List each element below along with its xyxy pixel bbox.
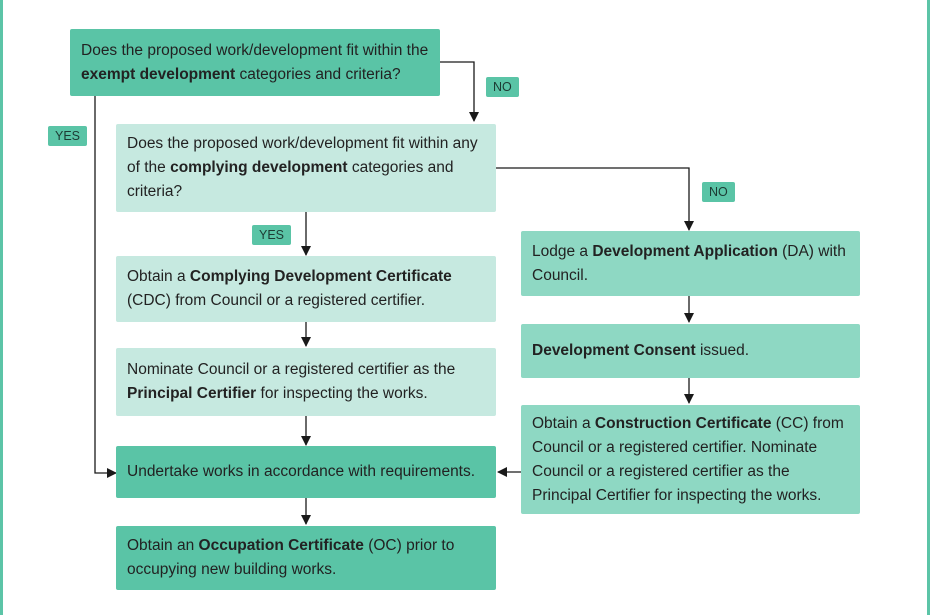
complying-text-bold: complying development [170,159,348,176]
arrow-exempt-yes [94,96,117,478]
da-text-pre: Lodge a [532,242,593,260]
arrow-exempt-no [440,61,479,122]
complying-text-post: categories and criteria? [127,159,454,200]
cc-text-post: (CC) from Council or a registered certif… [532,414,844,504]
development-application-box: Lodge a Development Application (DA) wit… [521,231,860,296]
exempt-development-box: Does the proposed work/development fit w… [70,29,440,96]
undertake-text-post: Undertake works in accordance with requi… [127,463,476,480]
arrow-complying-no [496,167,694,231]
no-tag-complying: NO [702,182,735,202]
complying-development-box: Does the proposed work/development fit w… [116,124,496,212]
occupation-certificate-box: Obtain an Occupation Certificate (OC) pr… [116,526,496,590]
da-text-bold: Development Application [592,242,778,260]
exempt-text-pre: Does the proposed work/development fit w… [81,41,429,59]
complying-text-pre: Does the proposed work/development fit w… [127,135,478,176]
exempt-text-post: categories and criteria? [235,65,401,83]
cc-text-pre: Obtain a [532,414,595,432]
oc-text-pre: Obtain an [127,537,199,554]
cc-text-bold: Construction Certificate [594,414,772,432]
oc-text-post: (OC) prior to occupying new building wor… [127,537,455,578]
construction-certificate-box: Obtain a Construction Certificate (CC) f… [521,405,860,514]
consent-text-post: issued. [695,342,750,359]
no-tag-exempt: NO [486,77,519,97]
cdc-text-bold: Complying Development Certificate [189,268,452,285]
nominate-text-post: for inspecting the works. [256,385,428,402]
undertake-works-box: Undertake works in accordance with requi… [116,446,496,498]
left-border [0,0,3,615]
oc-text-bold: Occupation Certificate [198,537,364,554]
exempt-text-bold: exempt development [81,65,236,83]
consent-text-bold: Development Consent [532,342,696,359]
nominate-text-bold: Principal Certifier [127,385,257,402]
yes-tag-complying: YES [252,225,292,245]
principal-certifier-box: Nominate Council or a registered certifi… [116,348,496,416]
development-consent-box: Development Consent issued. [521,324,860,378]
cdc-text-post: (CDC) from Council or a registered certi… [127,292,426,309]
da-text-post: (DA) with Council. [532,242,846,284]
cdc-text-pre: Obtain a [127,268,190,285]
nominate-text-pre: Nominate Council or a registered certifi… [127,361,456,378]
right-border [927,0,930,615]
yes-tag-exempt: YES [48,126,88,146]
cdc-box: Obtain a Complying Development Certifica… [116,256,496,322]
